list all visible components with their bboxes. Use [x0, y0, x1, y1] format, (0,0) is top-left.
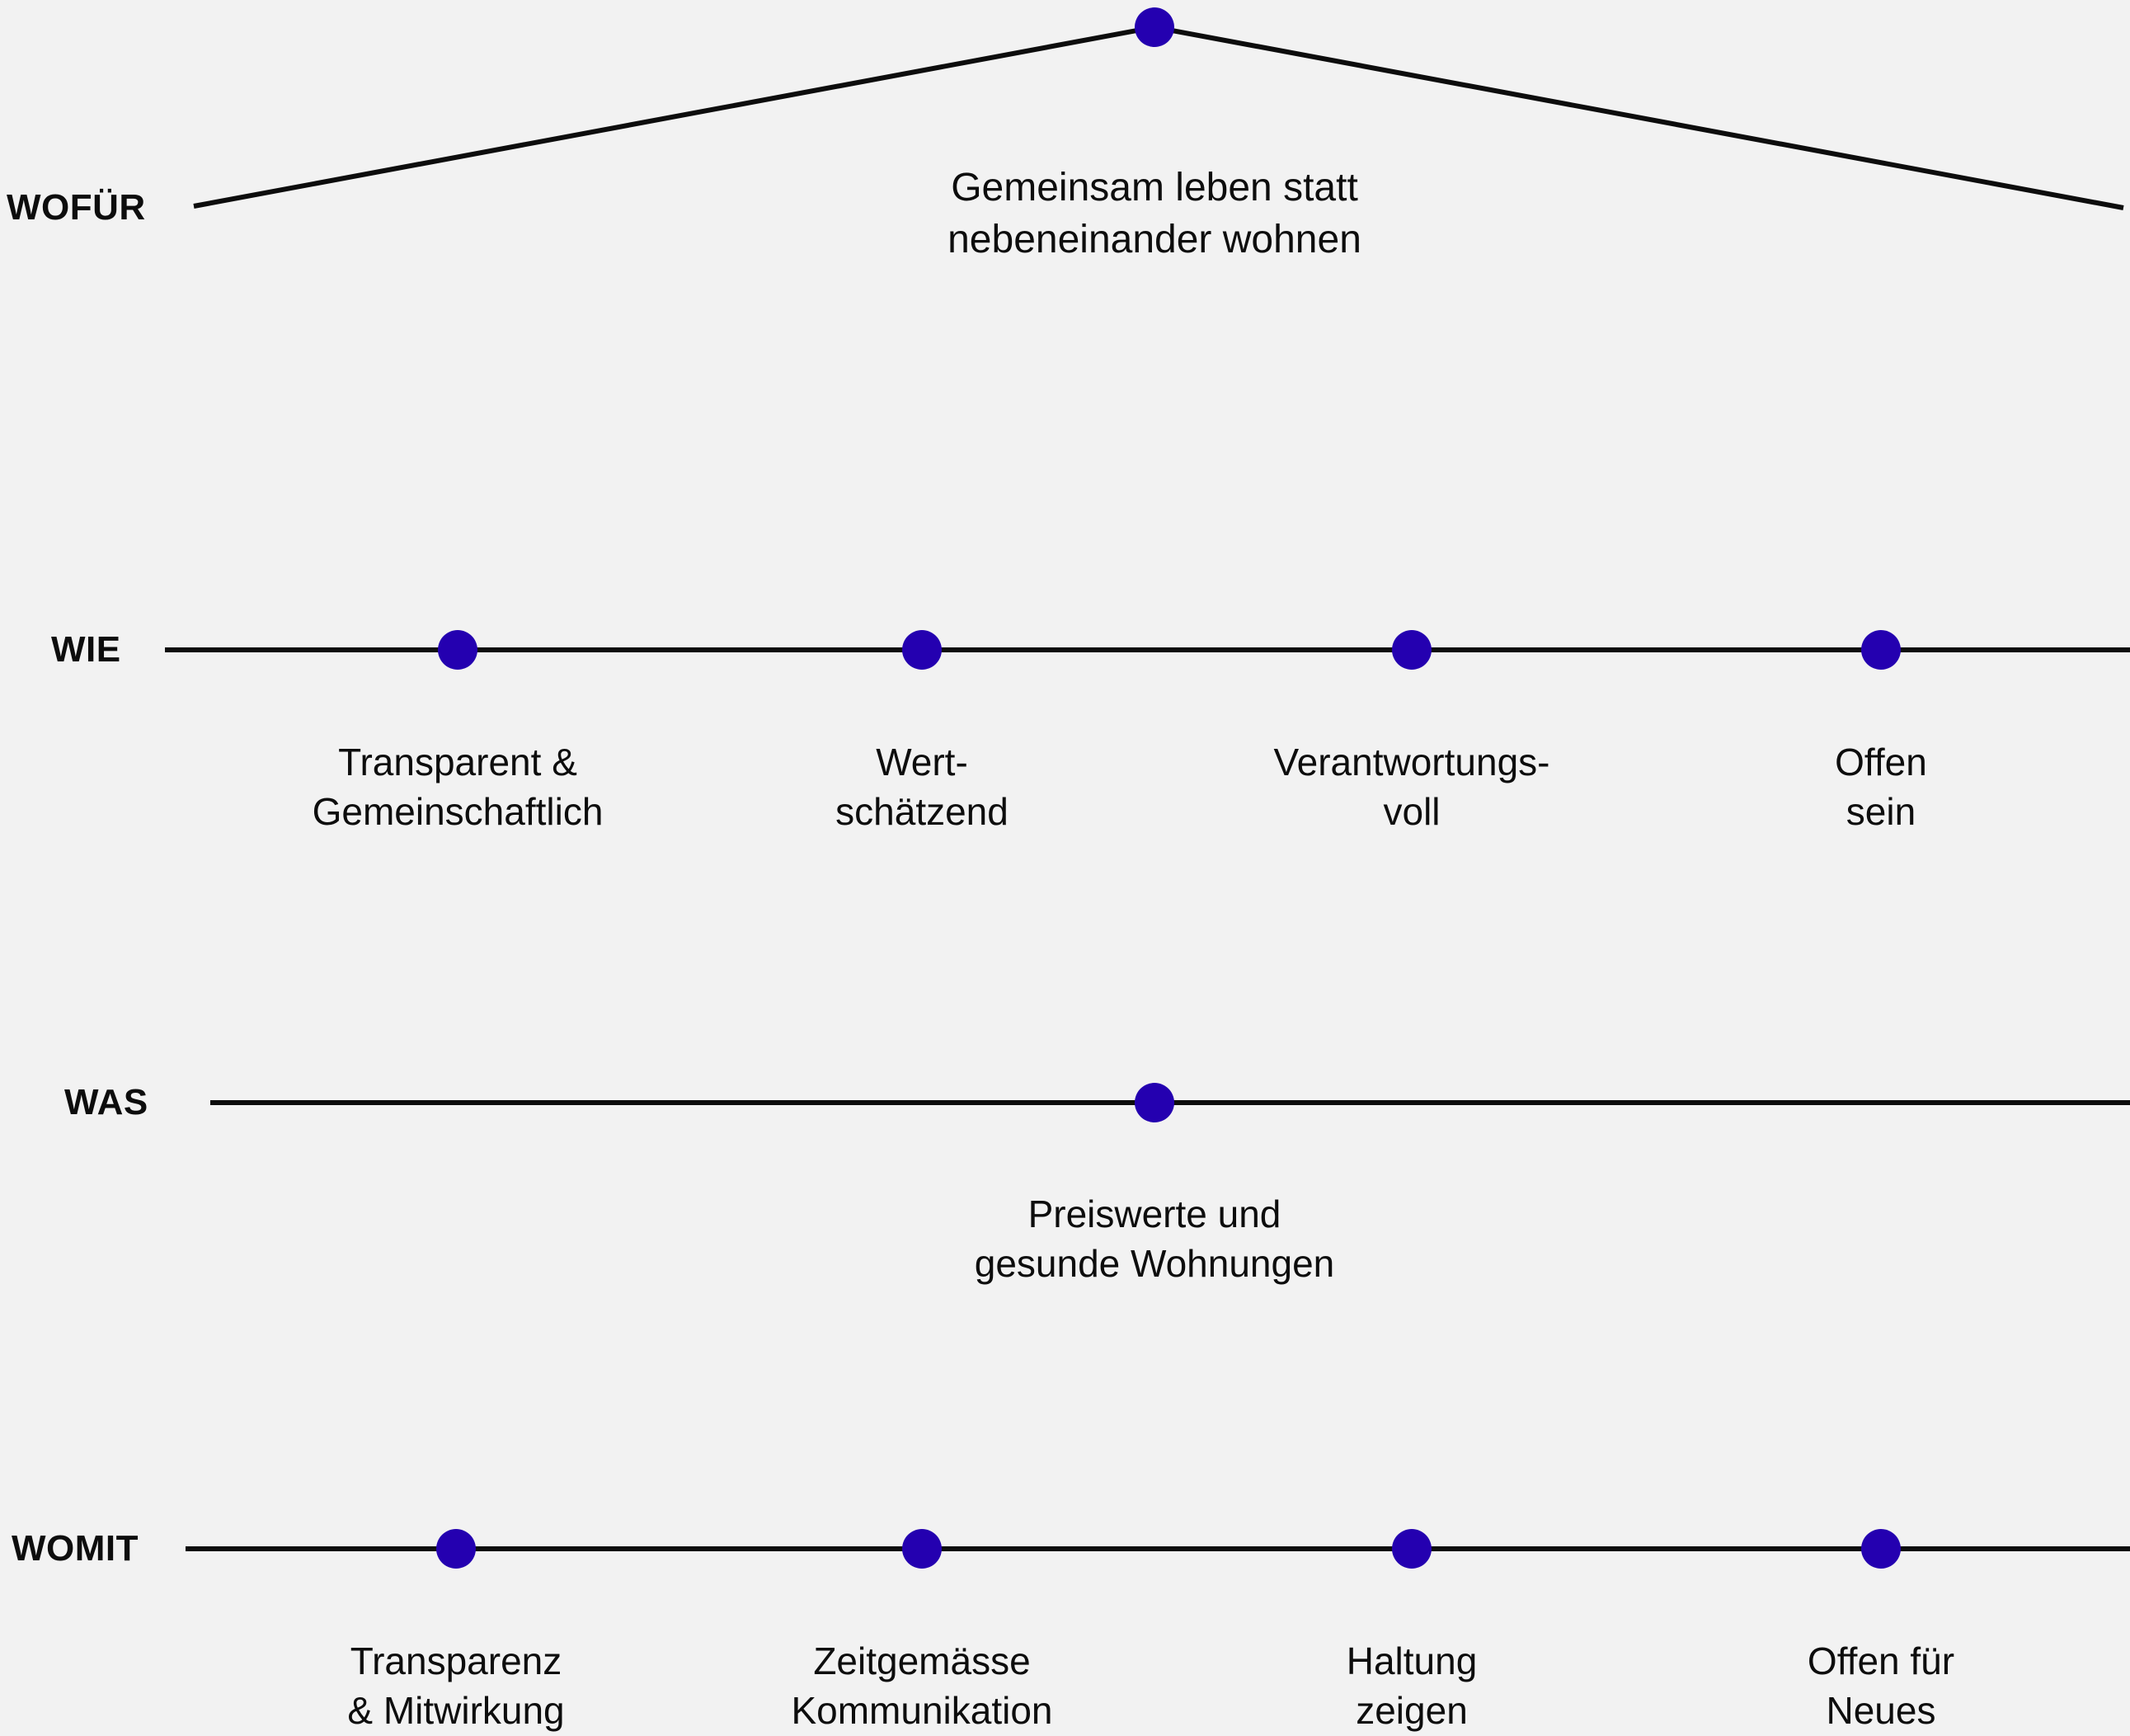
caption-line: Transparent & [338, 741, 577, 783]
node-dot-offen-sein[interactable] [1861, 630, 1901, 670]
caption-line: Verantwortungs- [1273, 741, 1550, 783]
row-label-wie: WIE [51, 629, 121, 670]
caption-line: Gemeinsam leben statt [951, 166, 1358, 209]
caption-line: Zeitgemässe [813, 1640, 1031, 1682]
caption-line: Neues [1826, 1688, 1936, 1732]
row-label-womit: WOMIT [12, 1528, 139, 1569]
caption-line: Offen [1835, 741, 1927, 783]
caption-line: voll [1383, 789, 1441, 833]
caption-line: Preiswerte und [1027, 1193, 1281, 1235]
caption-line: schätzend [835, 789, 1009, 833]
caption-line: Wert- [876, 741, 968, 783]
node-caption-transparenz-mitwirkung: Transparenz & Mitwirkung [347, 1637, 564, 1736]
node-dot-purpose[interactable] [1135, 7, 1174, 47]
caption-line: sein [1846, 789, 1916, 833]
node-caption-preiswerte-gesunde-wohnungen: Preiswerte und gesunde Wohnungen [975, 1190, 1335, 1289]
node-dot-offen-fuer-neues[interactable] [1861, 1529, 1901, 1569]
caption-line: zeigen [1356, 1688, 1468, 1732]
caption-line: Offen für [1807, 1640, 1955, 1682]
node-dot-transparenz-mitwirkung[interactable] [436, 1529, 476, 1569]
caption-line: & Mitwirkung [347, 1688, 565, 1732]
node-dot-verantwortungsvoll[interactable] [1392, 630, 1432, 670]
node-caption-offen-sein: Offen sein [1835, 738, 1927, 837]
node-caption-verantwortungsvoll: Verantwortungs-voll [1274, 738, 1550, 837]
node-dot-zeitgemaesse-kommunikation[interactable] [902, 1529, 942, 1569]
node-dot-transparent-gemeinschaftlich[interactable] [438, 630, 477, 670]
caption-line: nebeneinander wohnen [947, 218, 1361, 262]
caption-line: Transparenz [350, 1640, 562, 1682]
node-caption-transparent-gemeinschaftlich: Transparent & Gemeinschaftlich [313, 738, 604, 837]
node-dot-wertschaetzend[interactable] [902, 630, 942, 670]
caption-line: Haltung [1346, 1640, 1478, 1682]
caption-line: Kommunikation [791, 1688, 1053, 1732]
node-dot-haltung-zeigen[interactable] [1392, 1529, 1432, 1569]
caption-line: Gemeinschaftlich [312, 789, 604, 833]
node-caption-purpose: Gemeinsam leben statt nebeneinander wohne… [947, 162, 1361, 266]
row-label-wofuer: WOFÜR [7, 187, 146, 228]
row-label-was: WAS [64, 1082, 148, 1122]
node-dot-preiswerte-gesunde-wohnungen[interactable] [1135, 1083, 1174, 1122]
node-caption-haltung-zeigen: Haltung zeigen [1347, 1637, 1478, 1736]
caption-line: gesunde Wohnungen [974, 1241, 1335, 1285]
node-caption-wertschaetzend: Wert-schätzend [835, 738, 1009, 837]
